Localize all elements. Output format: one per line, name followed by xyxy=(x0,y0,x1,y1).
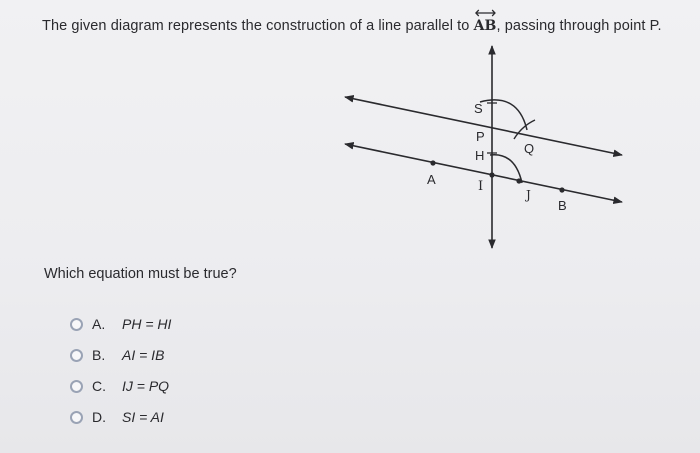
line-ab xyxy=(344,142,623,204)
radio-button[interactable] xyxy=(70,348,83,362)
choice-letter: D. xyxy=(92,409,106,425)
label-b: B xyxy=(558,198,567,213)
line-ab-notation: AB xyxy=(473,9,497,34)
question-prefix: The given diagram represents the constru… xyxy=(42,18,470,34)
choice-d[interactable]: D. SI = AI xyxy=(70,407,171,427)
choice-equation: SI = AI xyxy=(122,409,164,425)
point-j xyxy=(516,178,522,184)
radio-button[interactable] xyxy=(70,379,83,393)
point-i xyxy=(489,172,495,178)
arc-q xyxy=(513,119,536,140)
choice-letter: C. xyxy=(92,378,106,394)
choice-a[interactable]: A. PH = HI xyxy=(70,314,171,334)
label-q: Q xyxy=(524,141,534,156)
answer-choices: A. PH = HI B. AI = IB C. IJ = PQ D. SI =… xyxy=(70,314,171,438)
point-a xyxy=(430,160,436,166)
question-text: The given diagram represents the constru… xyxy=(42,9,662,34)
arc-at-i xyxy=(489,154,523,184)
prompt-text: Which equation must be true? xyxy=(44,266,237,282)
point-b xyxy=(559,187,565,193)
arc-at-p xyxy=(479,99,528,131)
choice-equation: AI = IB xyxy=(122,347,165,363)
choice-letter: B. xyxy=(92,347,106,363)
choice-equation: PH = HI xyxy=(122,316,172,332)
label-p: P xyxy=(476,129,485,144)
radio-button[interactable] xyxy=(70,317,83,331)
label-j: J xyxy=(524,188,531,202)
label-i: I xyxy=(478,179,483,194)
choice-letter: A. xyxy=(92,316,106,332)
radio-button[interactable] xyxy=(70,410,83,424)
choice-equation: IJ = PQ xyxy=(122,378,170,394)
choice-b[interactable]: B. AI = IB xyxy=(70,345,171,365)
choice-c[interactable]: C. IJ = PQ xyxy=(70,376,171,396)
label-a: A xyxy=(427,172,436,187)
double-arrow-icon xyxy=(474,9,496,17)
question-suffix: , passing through point P. xyxy=(496,18,662,34)
construction-diagram: S P H Q A I J B xyxy=(344,45,623,249)
label-h: H xyxy=(475,148,484,163)
line-ab-label: AB xyxy=(473,18,497,34)
parallel-line-pq xyxy=(344,95,623,157)
label-s: S xyxy=(474,101,483,116)
